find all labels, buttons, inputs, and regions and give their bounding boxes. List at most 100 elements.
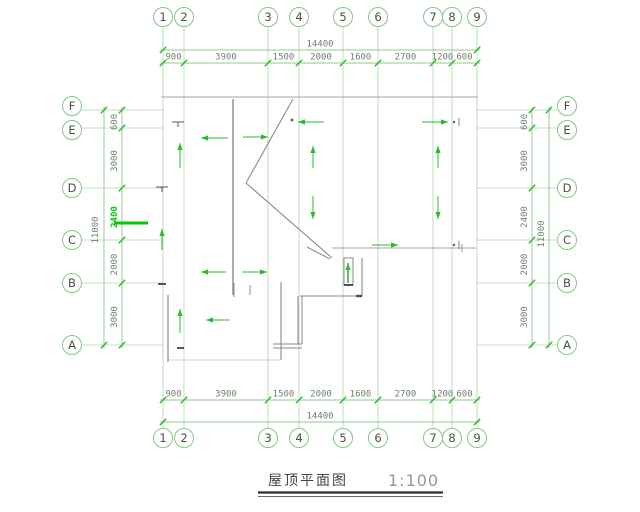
axis-bubble: B bbox=[557, 273, 577, 293]
axis-bubble-label: D bbox=[563, 181, 572, 195]
axis-bubble-label: 9 bbox=[473, 431, 480, 445]
axis-bubble-label: 3 bbox=[264, 431, 271, 445]
dim-segment-label: 3900 bbox=[215, 53, 237, 63]
dim-tick bbox=[118, 184, 126, 192]
axis-bubble-circle bbox=[153, 428, 173, 448]
axis-bubble-circle bbox=[289, 7, 309, 27]
axis-bubble: 1 bbox=[153, 7, 173, 27]
dim-tick bbox=[448, 59, 456, 67]
axis-bubble-circle bbox=[557, 273, 577, 293]
dim-segment-label: 3900 bbox=[215, 390, 237, 400]
dim-tick bbox=[180, 396, 188, 404]
dim-tick bbox=[100, 106, 108, 114]
dim-segment-label: 2000 bbox=[110, 254, 120, 276]
axis-bubble-circle bbox=[62, 120, 82, 140]
axis-bubble-label: 2 bbox=[180, 10, 187, 24]
node-mark bbox=[290, 118, 294, 122]
axis-bubble-circle bbox=[62, 96, 82, 116]
axis-bubble-circle bbox=[333, 428, 353, 448]
dim-segment-label: 3000 bbox=[520, 150, 530, 172]
dim-tick bbox=[528, 236, 536, 244]
axis-bubble-label: 7 bbox=[429, 431, 436, 445]
dim-tick bbox=[159, 46, 167, 54]
arrowhead bbox=[441, 119, 448, 125]
axis-bubble-label: 2 bbox=[180, 431, 187, 445]
axis-bubble: A bbox=[62, 335, 82, 355]
axis-bubble-label: C bbox=[563, 233, 571, 247]
dim-tick bbox=[118, 279, 126, 287]
dim-tick bbox=[528, 341, 536, 349]
dim-segment-label: 1200 bbox=[432, 53, 454, 63]
axis-bubble: F bbox=[557, 96, 577, 116]
dim-segment-label: 600 bbox=[456, 390, 472, 400]
dim-tick bbox=[473, 59, 481, 67]
dim-tick bbox=[528, 124, 536, 132]
dim-tick bbox=[528, 279, 536, 287]
arrowhead bbox=[177, 143, 183, 150]
dim-segment-label: 900 bbox=[165, 53, 181, 63]
downspout-mark-b bbox=[452, 243, 456, 247]
axis-bubble-label: A bbox=[68, 338, 76, 352]
axis-bubble-label: 9 bbox=[473, 10, 480, 24]
dim-tick bbox=[339, 396, 347, 404]
axis-bubble: 4 bbox=[289, 428, 309, 448]
axis-bubble-label: A bbox=[563, 338, 571, 352]
axis-bubble-circle bbox=[557, 178, 577, 198]
axis-bubble-label: 6 bbox=[374, 431, 381, 445]
dim-tick bbox=[473, 46, 481, 54]
axis-bubble: 8 bbox=[442, 428, 462, 448]
dim-total-label: 14400 bbox=[306, 412, 333, 422]
axis-bubble-circle bbox=[467, 7, 487, 27]
dim-segment-label: 900 bbox=[165, 390, 181, 400]
dim-segment-label: 2400 bbox=[520, 206, 530, 228]
downspout-mark-a bbox=[452, 120, 456, 124]
axis-bubble-label: D bbox=[68, 181, 77, 195]
dim-tick bbox=[159, 59, 167, 67]
dim-tick bbox=[118, 106, 126, 114]
dim-tick bbox=[473, 396, 481, 404]
dim-segment-label: 3000 bbox=[110, 150, 120, 172]
arrowhead bbox=[310, 212, 316, 219]
axis-bubble-circle bbox=[62, 335, 82, 355]
axis-bubble-circle bbox=[557, 335, 577, 355]
dim-segment-label: 600 bbox=[520, 114, 530, 130]
drawing-scale-label: 1:100 bbox=[388, 471, 439, 490]
axis-bubble: 6 bbox=[368, 7, 388, 27]
axis-bubble-label: 7 bbox=[429, 10, 436, 24]
axis-bubble: 4 bbox=[289, 7, 309, 27]
axis-bubble: 7 bbox=[423, 7, 443, 27]
axis-bubble-label: E bbox=[68, 123, 75, 137]
dim-segment-label: 1600 bbox=[350, 390, 372, 400]
axis-bubble-label: B bbox=[68, 276, 76, 290]
axis-bubble-label: 6 bbox=[374, 10, 381, 24]
axis-bubble-circle bbox=[442, 7, 462, 27]
axis-bubble-circle bbox=[557, 230, 577, 250]
dim-total-label: 11000 bbox=[91, 216, 101, 243]
axis-bubble: 8 bbox=[442, 7, 462, 27]
axis-bubble-label: C bbox=[68, 233, 76, 247]
axis-bubble-label: 5 bbox=[339, 10, 346, 24]
arrowhead bbox=[159, 229, 165, 236]
dim-segment-label: 2700 bbox=[395, 53, 417, 63]
arrowhead bbox=[345, 263, 351, 270]
axis-bubble: 2 bbox=[174, 7, 194, 27]
dim-segment-label: 2400 bbox=[110, 206, 120, 228]
dim-tick bbox=[180, 59, 188, 67]
axis-bubble-circle bbox=[258, 428, 278, 448]
axis-bubble: C bbox=[62, 230, 82, 250]
axis-bubble-label: 1 bbox=[159, 10, 166, 24]
slope-arrow-layer bbox=[159, 119, 448, 333]
title-block: 屋顶平面图 1:100 bbox=[258, 471, 443, 497]
arrowhead bbox=[435, 212, 441, 219]
arrowhead bbox=[310, 146, 316, 153]
valley-lower-line bbox=[245, 182, 333, 259]
dim-tick bbox=[100, 341, 108, 349]
dim-tick bbox=[374, 396, 382, 404]
axis-bubble-label: 4 bbox=[295, 431, 302, 445]
roof-outline-layer bbox=[114, 96, 478, 362]
dim-tick bbox=[448, 396, 456, 404]
axis-bubble-circle bbox=[258, 7, 278, 27]
